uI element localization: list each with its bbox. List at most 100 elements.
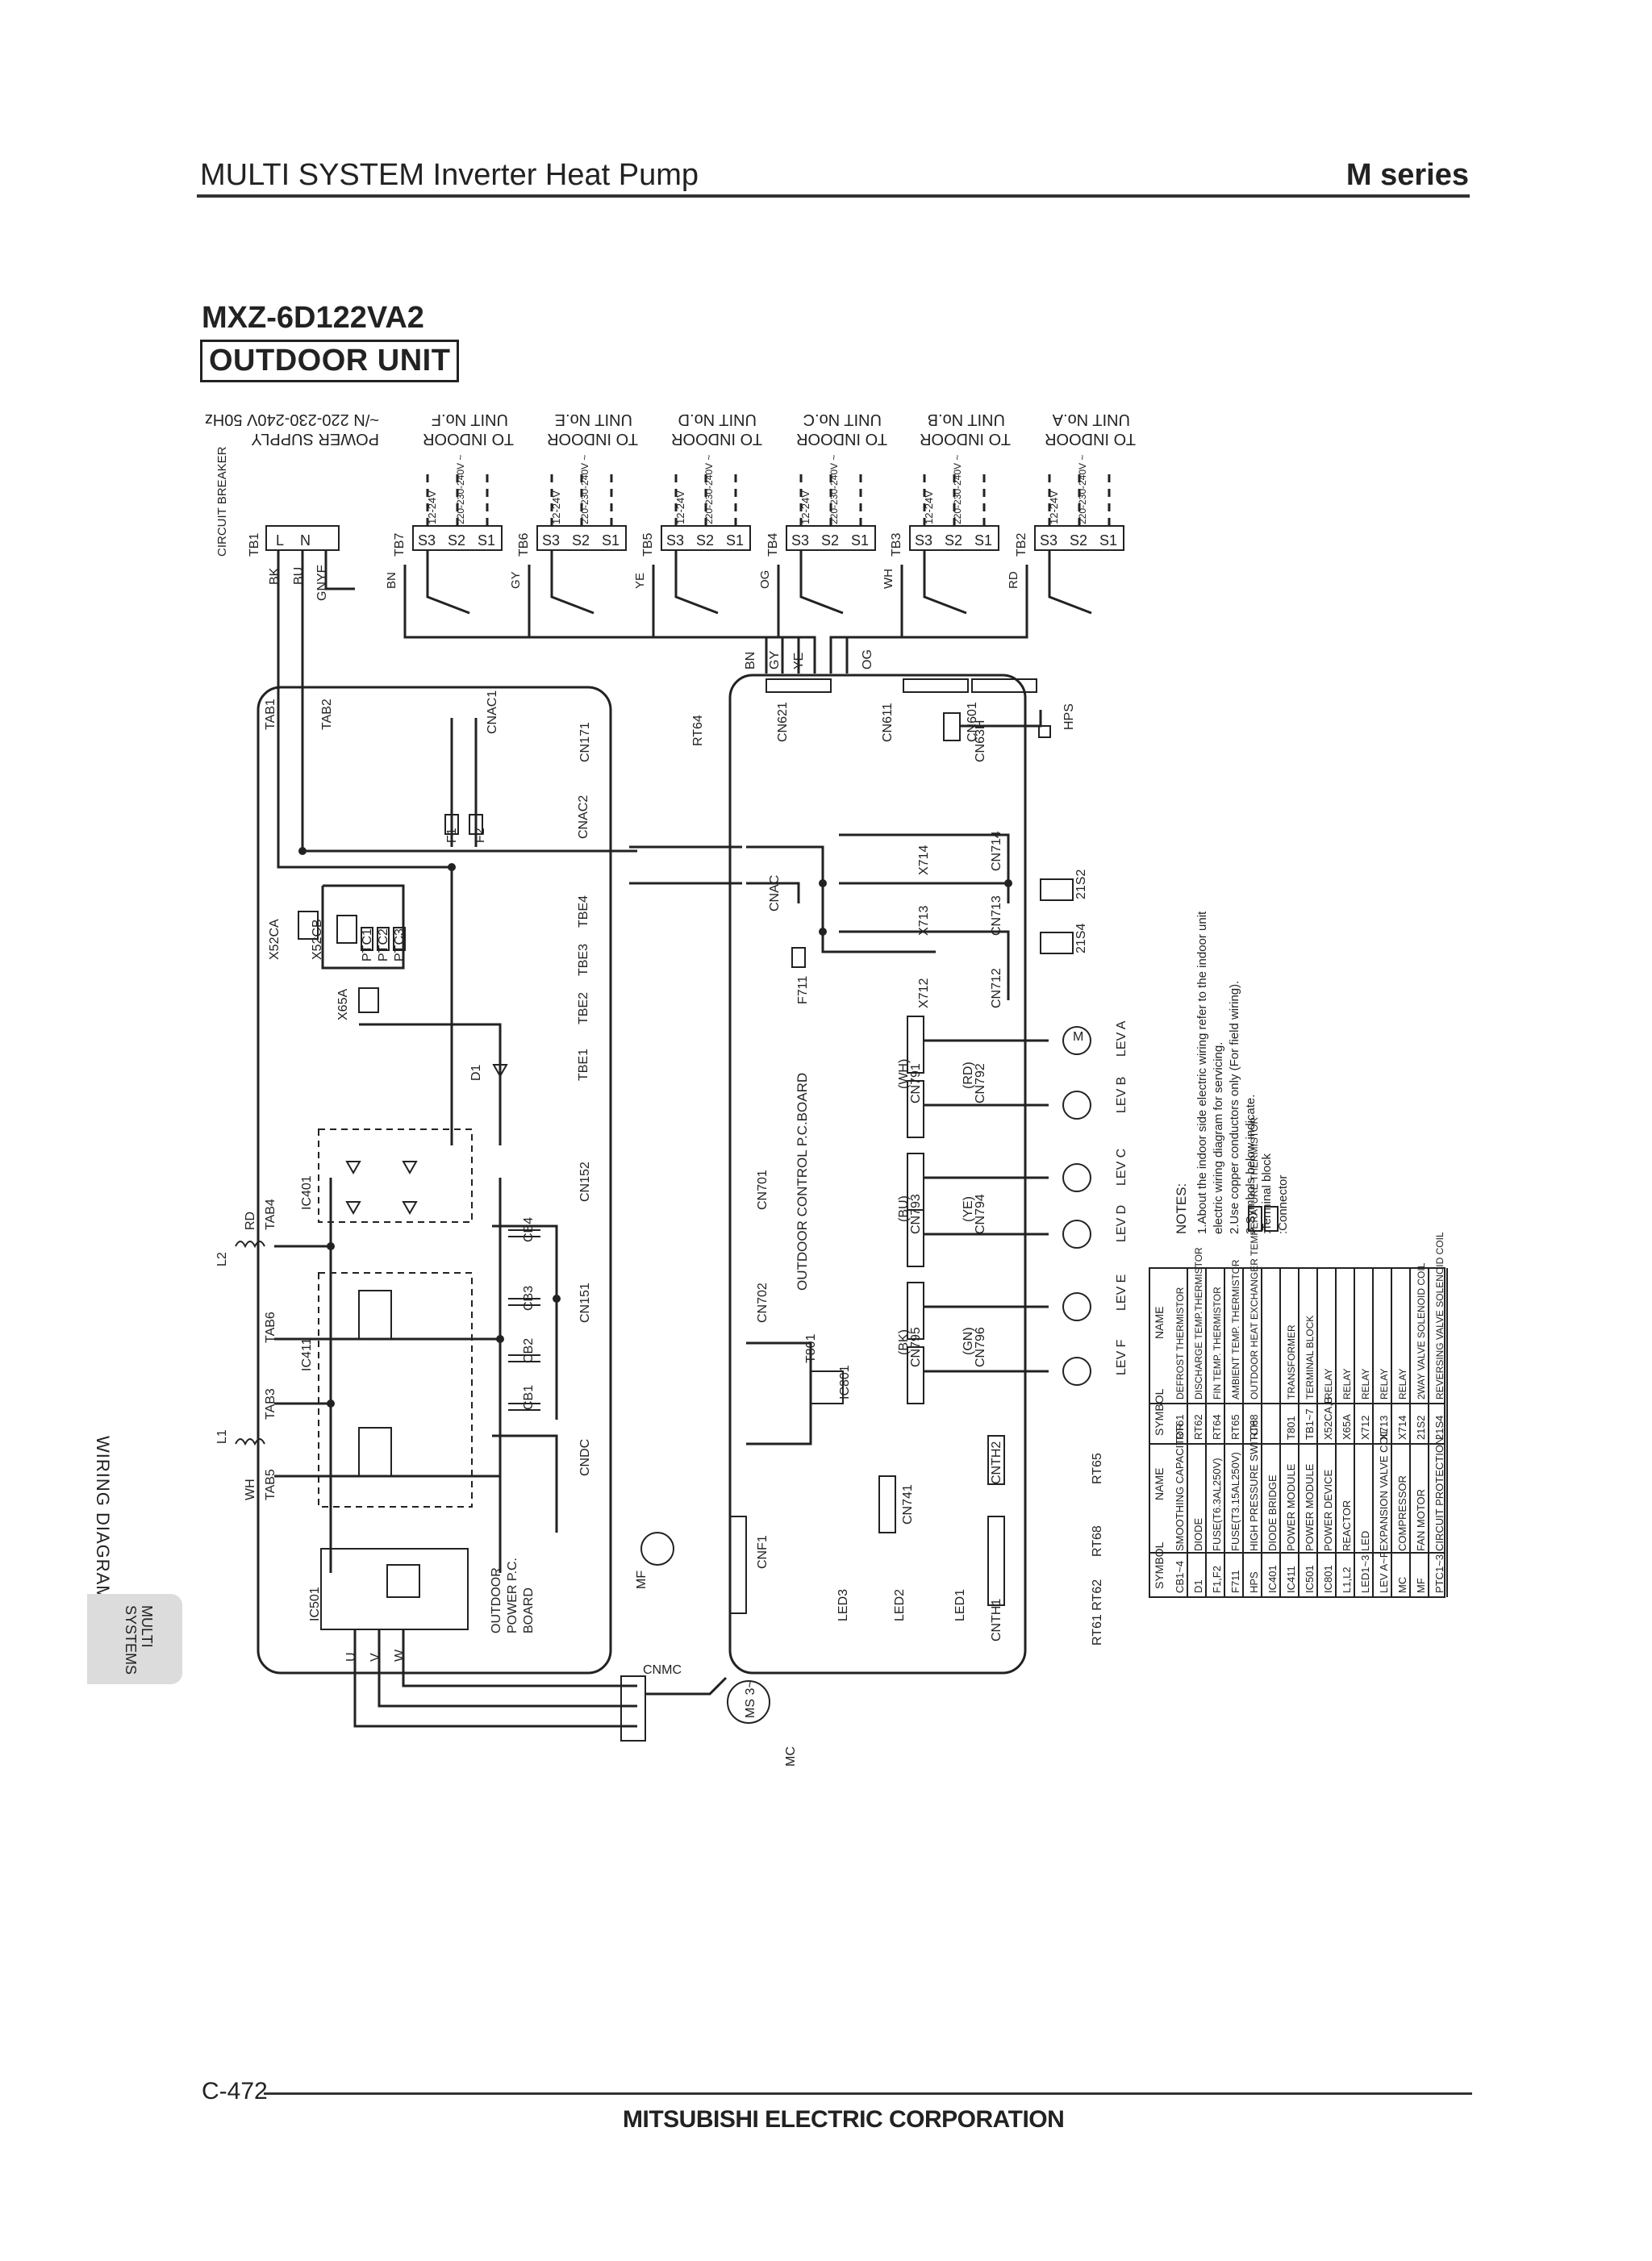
terminal-block-tb7: [412, 525, 503, 551]
fuse-f1: [444, 814, 459, 835]
bridge-diode: [402, 1161, 418, 1175]
terminal-label: S1: [602, 532, 620, 549]
connector-cn741: [878, 1475, 896, 1533]
component-label-cn712: CN712: [990, 968, 1003, 1008]
indoor-wire: [426, 550, 470, 615]
control-board-outline: [728, 674, 1027, 1675]
component-label-cb2: CB2: [522, 1338, 536, 1363]
legend-name-2: DEFROST THERMISTOR: [1174, 1287, 1186, 1400]
legend-symbol-2: X52CA,B: [1322, 1397, 1334, 1440]
legend-name: POWER MODULE: [1304, 1463, 1316, 1551]
legend-symbol-2: X714: [1396, 1416, 1408, 1440]
legend-symbol: MC: [1396, 1577, 1408, 1593]
component-label-u: U: [344, 1652, 358, 1662]
component-label-hps: HPS: [1062, 703, 1076, 730]
indoor-unit-number-0: UNIT No.F: [432, 411, 508, 428]
indoor-unit-label-4: TO INDOOR: [920, 430, 1011, 448]
lev-motor-symbol: [1062, 1091, 1091, 1120]
terminal-block-symbol: [1248, 1206, 1262, 1232]
switch-hps: [1038, 725, 1051, 738]
notes-item-4: :Terminal block: [1260, 1153, 1274, 1234]
component-label-tab5: TAB5: [264, 1469, 277, 1500]
legend-symbol: IC801: [1322, 1565, 1334, 1593]
power-board-label: POWER P.C.: [506, 1558, 519, 1633]
component-label-led2: LED2: [893, 1589, 907, 1621]
legend-symbol: LED1~3: [1359, 1555, 1371, 1593]
connector-lev-3: [907, 1209, 924, 1267]
component-label-cn151: CN151: [578, 1283, 592, 1323]
signal-wire: [652, 565, 800, 674]
terminal-block-label: TB5: [641, 533, 655, 557]
connector-lev-1: [907, 1080, 924, 1138]
relay-x65a: [358, 987, 379, 1013]
legend-name-2: 2WAY VALVE SOLENOID COIL: [1416, 1262, 1427, 1400]
ptc1: [361, 927, 373, 951]
terminal-block-tb4: [786, 525, 876, 551]
label: L: [276, 532, 284, 549]
wire-color-label: YE: [633, 573, 647, 589]
component-label-cnac: CNAC: [768, 875, 782, 911]
voltage-ac-label: 220-230-240V ~: [1077, 455, 1088, 524]
component-label-cn611: CN611: [881, 703, 895, 742]
legend-header-symbol: SYMBOL: [1153, 1541, 1166, 1589]
bridge-diode: [345, 1201, 361, 1216]
component-label-cn621: CN621: [776, 702, 790, 742]
page-title: MULTI SYSTEM Inverter Heat Pump: [200, 158, 699, 192]
terminal-block-label: TB4: [766, 533, 780, 557]
terminal-label: S2: [821, 532, 839, 549]
connector-cnth1: [987, 1516, 1005, 1606]
component-label-tab2: TAB2: [320, 699, 334, 730]
terminal-label: S3: [666, 532, 684, 549]
indoor-unit-label-1: TO INDOOR: [547, 430, 638, 448]
terminal-block-tb2: [1034, 525, 1124, 551]
junction-dot: [327, 1400, 335, 1408]
legend-symbol-2: X65A: [1341, 1414, 1353, 1440]
component-label-tab6: TAB6: [264, 1312, 277, 1343]
legend-symbol-2: RT61: [1174, 1414, 1186, 1440]
output-w: [402, 1629, 637, 1687]
component-label-tbe1: TBE1: [577, 1049, 590, 1081]
indoor-wire: [550, 550, 594, 615]
legend-symbol-2: RT64: [1211, 1414, 1223, 1440]
junction-dot: [448, 863, 456, 871]
component-label--bk-: (BK): [897, 1329, 911, 1355]
indoor-wire: [674, 550, 719, 615]
component-label-cn152: CN152: [578, 1162, 592, 1202]
legend-name: DIODE BRIDGE: [1266, 1475, 1279, 1551]
component-label-ptc1: PTC1: [361, 928, 374, 962]
model-number: MXZ-6D122VA2: [202, 301, 424, 335]
terminal-label: S3: [791, 532, 809, 549]
legend-header-name: NAME: [1153, 1468, 1166, 1500]
circuit-breaker-label: CIRCUIT BREAKER: [215, 446, 229, 557]
voltage-dc-label: 12-24V: [674, 490, 686, 524]
unit-type-box: OUTDOOR UNIT: [200, 340, 460, 382]
component-label-ptc3: PTC3: [393, 928, 407, 962]
component-label-cn601: CN601: [966, 702, 979, 742]
ipm-glyph: [386, 1564, 420, 1598]
component-label-cnth1: CNTH1: [990, 1599, 1003, 1642]
power-board-label: BOARD: [522, 1587, 536, 1633]
legend-name-2: DISCHARGE TEMP.THERMISTOR: [1193, 1247, 1204, 1400]
power-supply-label: POWER SUPPLY: [251, 430, 379, 448]
terminal-label: S1: [851, 532, 869, 549]
legend-name-2: AMBIENT TEMP. THERMISTOR: [1230, 1259, 1241, 1400]
component-label-ic801: IC801: [838, 1365, 852, 1400]
terminal-label: S2: [572, 532, 590, 549]
component-label-f711: F711: [796, 976, 810, 1004]
supply-voltage-label: ~/N 220-230-240V 50Hz: [205, 411, 379, 428]
component-label-cn795: CN795: [909, 1327, 923, 1367]
component-label-lev-f: LEV F: [1115, 1339, 1128, 1375]
legend-symbol: F1,F2: [1211, 1566, 1223, 1593]
legend-name-2: RELAY: [1341, 1369, 1353, 1400]
junction-dot: [298, 847, 307, 855]
component-label-w: W: [393, 1649, 407, 1662]
component-label-tab4: TAB4: [264, 1199, 277, 1230]
wire-color-label: WH: [882, 569, 895, 589]
component-label-led3: LED3: [836, 1589, 850, 1621]
connector-cn601: [971, 678, 1037, 693]
component-label-cnth2: CNTH2: [990, 1441, 1003, 1484]
bridge-diode: [345, 1161, 361, 1175]
component-label-cn791: CN791: [909, 1063, 923, 1103]
indoor-wire: [923, 550, 967, 615]
